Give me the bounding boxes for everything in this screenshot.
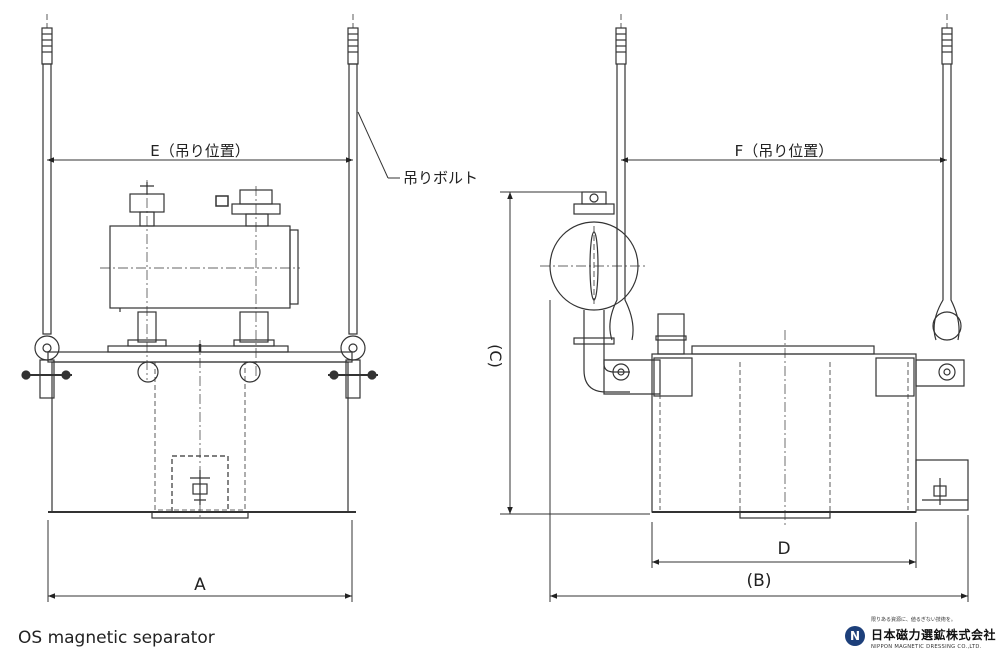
company-logo: 限りある資源に、値るぎない技術を。 N 日本磁力選鉱株式会社 NIPPON MA… (845, 616, 997, 660)
hanging-bolt-label: 吊りボルト (403, 169, 478, 187)
left-hanging-bolt-side (609, 14, 634, 341)
left-hanging-bolt-front (34, 14, 60, 361)
dimension-f-label: F（吊り位置） (735, 142, 834, 160)
right-hanging-bolt-side (932, 14, 962, 341)
front-view (21, 14, 378, 520)
logo-tagline: 限りある資源に、値るぎない技術を。 (871, 617, 956, 623)
dimension-b-label: (B) (747, 571, 772, 591)
front-view-dimensions (47, 111, 400, 602)
dimension-c-label: (C) (486, 344, 505, 368)
side-view-dimensions (500, 157, 969, 602)
logo-mark-icon: N (845, 626, 865, 646)
dimension-d-label: D (777, 539, 790, 559)
dimension-e-label: E（吊り位置） (150, 142, 249, 160)
figure-caption: OS magnetic separator (18, 628, 215, 648)
right-hanging-bolt-front (340, 14, 366, 361)
logo-company-name: 日本磁力選鉱株式会社 (871, 628, 997, 642)
logo-english-name: NIPPON MAGNETIC DRESSING CO.,LTD. (871, 644, 982, 650)
side-view (540, 14, 969, 525)
dimension-a-label: A (194, 575, 206, 595)
